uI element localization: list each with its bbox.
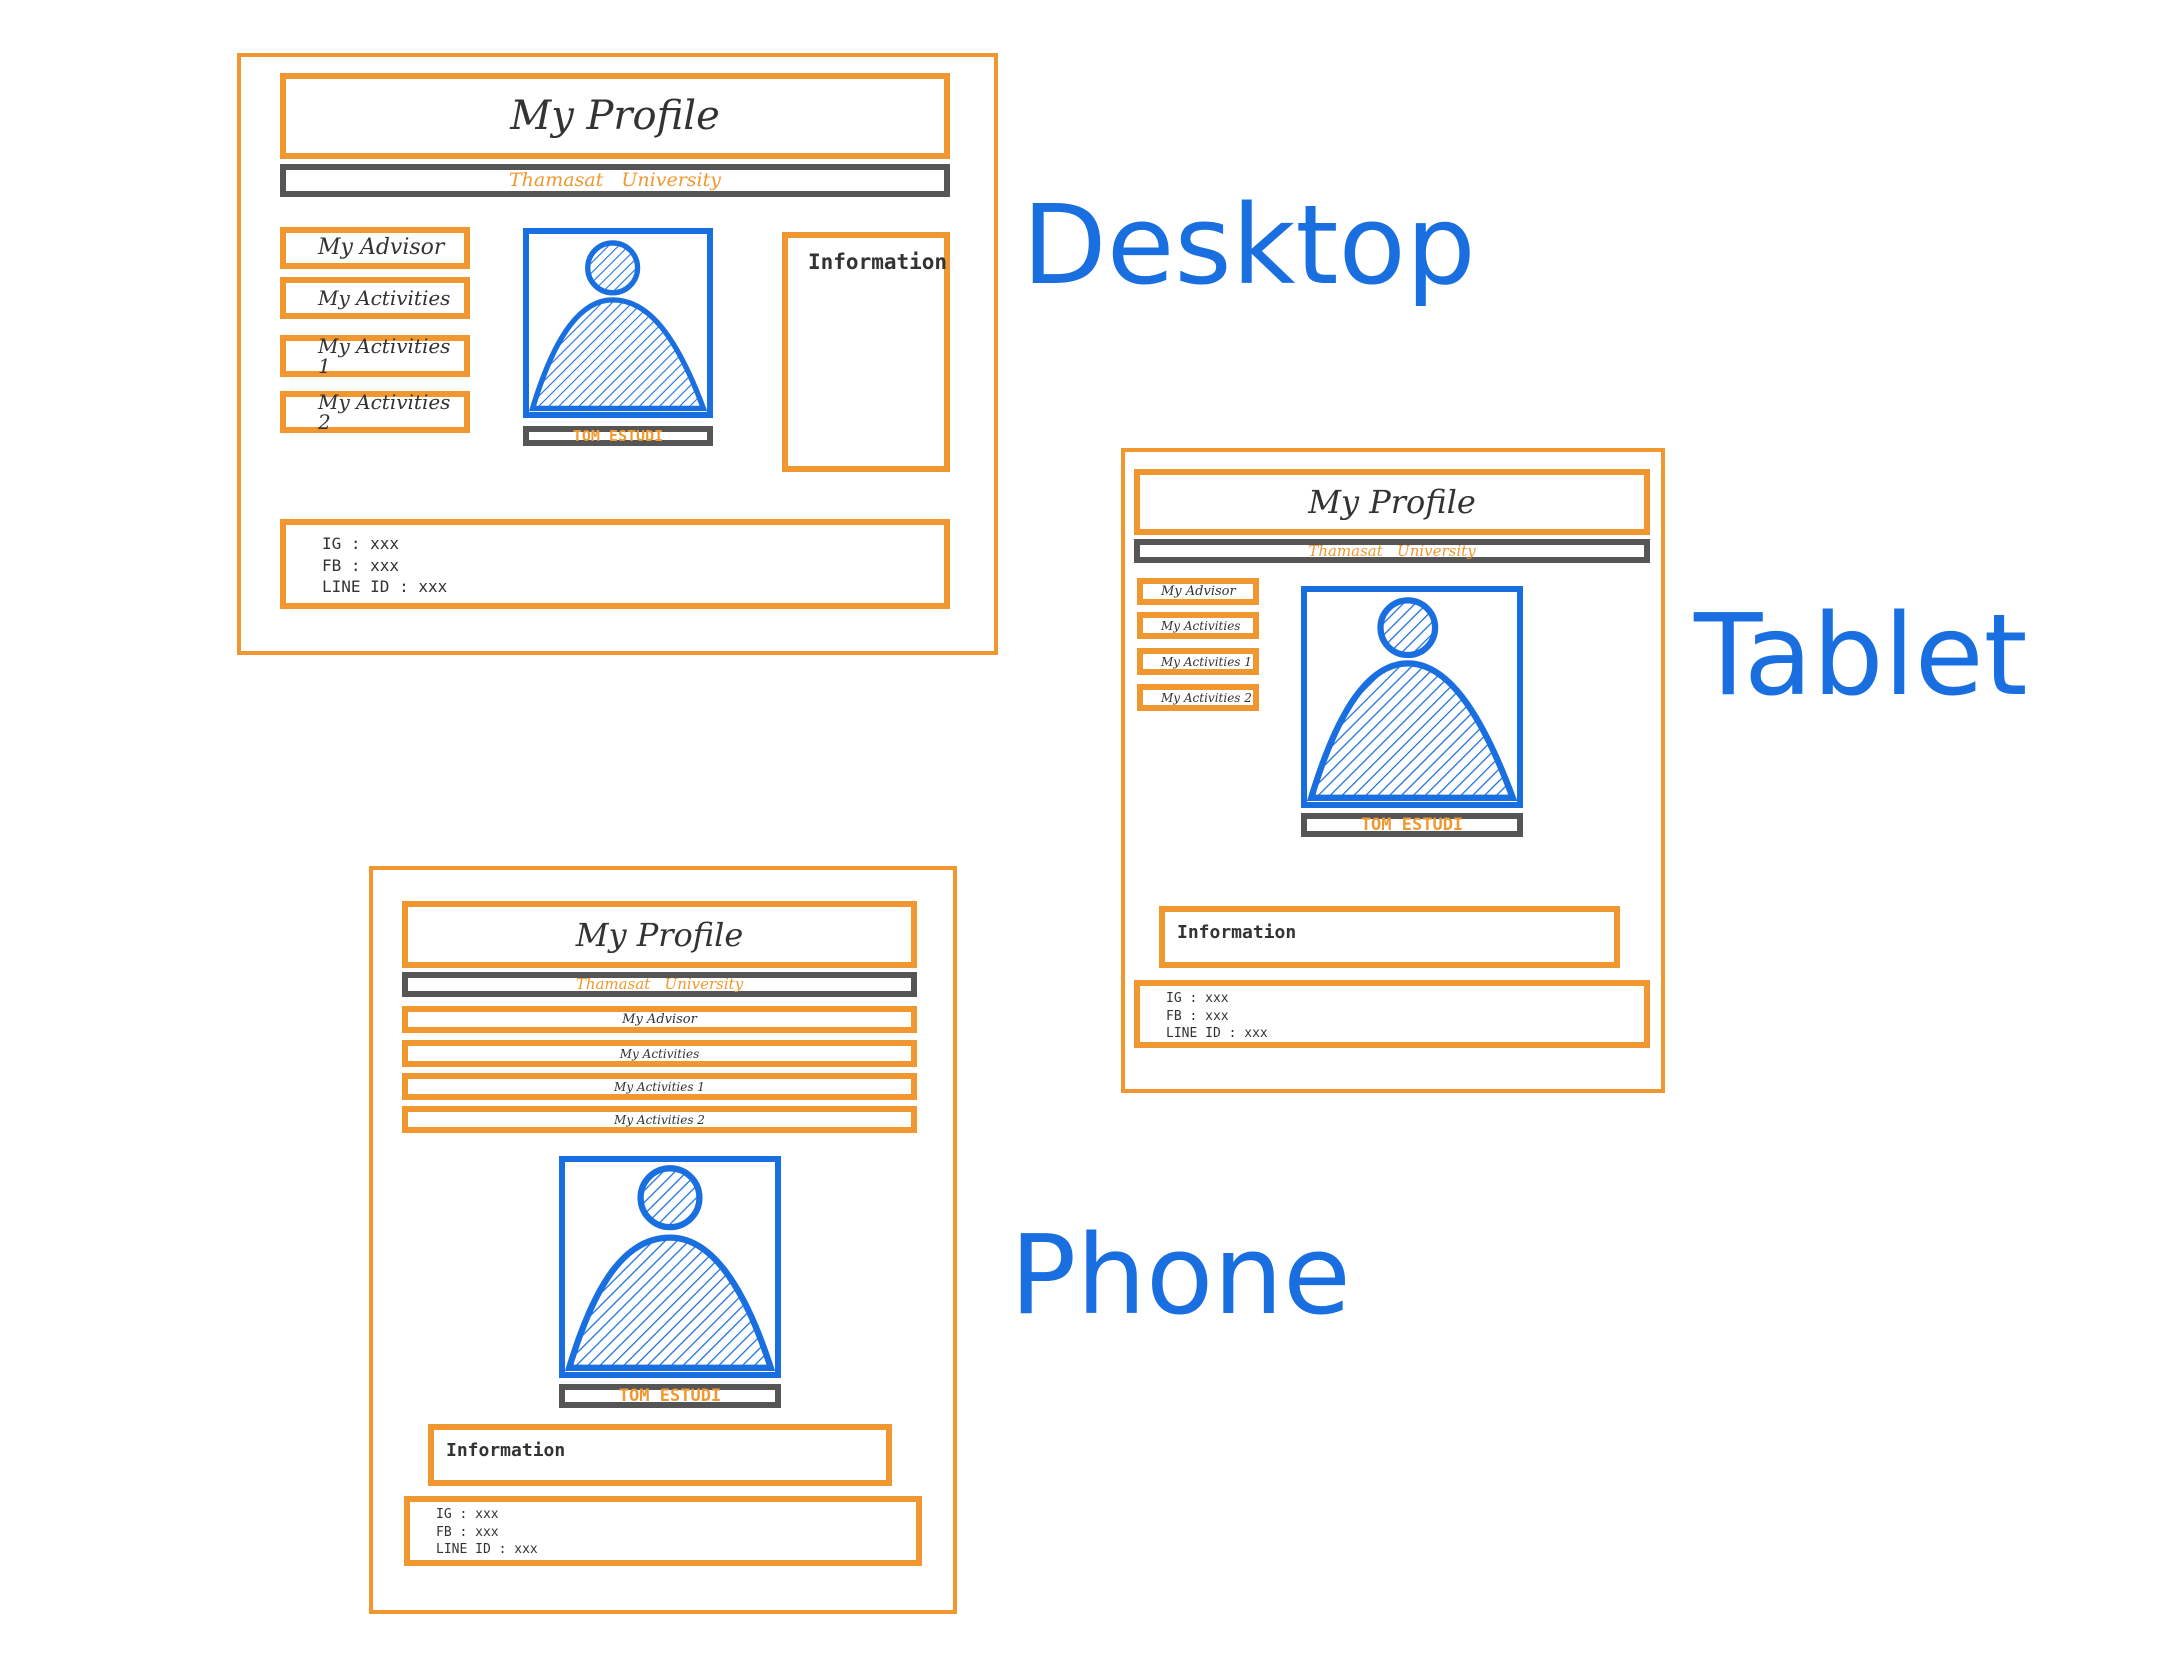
- desktop-caption: TOM ESTUDI: [572, 426, 664, 445]
- tablet-nav-label: My Activities 1: [1161, 654, 1252, 669]
- phone-title: My Profile: [575, 915, 744, 954]
- tablet-fb: FB : xxx: [1166, 1008, 1229, 1024]
- desktop-information-panel: Information: [782, 232, 950, 472]
- desktop-contact-box: IG : xxx FB : xxx LINE ID : xxx: [280, 519, 950, 609]
- desktop-nav-label: My Activities 1: [318, 334, 451, 378]
- desktop-nav-label: My Advisor: [318, 235, 445, 260]
- desktop-line: LINE ID : xxx: [322, 577, 448, 597]
- desktop-information-label: Information: [808, 250, 948, 274]
- tablet-ig: IG : xxx: [1166, 991, 1229, 1006]
- phone-information-panel: Information: [428, 1424, 892, 1486]
- desktop-nav-activities-2[interactable]: My Activities 2: [280, 391, 470, 433]
- tablet-university-bar: Thamasat University: [1134, 539, 1650, 563]
- desktop-university: Thamasat University: [509, 169, 721, 191]
- desktop-avatar: [523, 228, 713, 418]
- desktop-nav-label: My Activities: [318, 286, 451, 310]
- phone-avatar: [559, 1156, 781, 1378]
- phone-header: My Profile: [402, 901, 917, 968]
- phone-label: Phone: [1010, 1211, 1351, 1339]
- phone-contact-box: IG : xxx FB : xxx LINE ID : xxx: [404, 1496, 922, 1566]
- user-silhouette-icon: [565, 1165, 775, 1371]
- tablet-header: My Profile: [1134, 469, 1650, 535]
- phone-nav-label: My Activities 2: [614, 1112, 705, 1127]
- tablet-contact-box: IG : xxx FB : xxx LINE ID : xxx: [1134, 980, 1650, 1048]
- desktop-caption-bar: TOM ESTUDI: [523, 426, 713, 446]
- tablet-nav-label: My Activities: [1161, 618, 1241, 633]
- phone-fb: FB : xxx: [436, 1524, 499, 1540]
- tablet-title: My Profile: [1308, 483, 1476, 521]
- tablet-information-label: Information: [1177, 922, 1297, 943]
- tablet-nav-activities[interactable]: My Activities: [1137, 612, 1259, 639]
- phone-caption-bar: TOM ESTUDI: [559, 1384, 781, 1408]
- phone-information-label: Information: [446, 1440, 566, 1461]
- desktop-header: My Profile: [280, 73, 950, 159]
- tablet-caption-bar: TOM ESTUDI: [1301, 813, 1523, 837]
- desktop-label: Desktop: [1022, 181, 1476, 309]
- user-silhouette-icon: [1307, 597, 1517, 801]
- desktop-fb: FB : xxx: [322, 555, 400, 575]
- phone-ig: IG : xxx: [436, 1507, 499, 1522]
- tablet-nav-activities-2[interactable]: My Activities 2: [1137, 684, 1259, 711]
- phone-university-bar: Thamasat University: [402, 972, 917, 997]
- phone-nav-activities-1[interactable]: My Activities 1: [402, 1073, 917, 1100]
- tablet-university: Thamasat University: [1308, 541, 1476, 560]
- tablet-nav-activities-1[interactable]: My Activities 1: [1137, 648, 1259, 675]
- phone-nav-activities-2[interactable]: My Activities 2: [402, 1106, 917, 1133]
- desktop-university-bar: Thamasat University: [280, 164, 950, 197]
- tablet-caption: TOM ESTUDI: [1360, 814, 1464, 835]
- phone-nav-label: My Activities 1: [614, 1079, 705, 1094]
- phone-nav-label: My Advisor: [622, 1012, 697, 1027]
- phone-nav-activities[interactable]: My Activities: [402, 1040, 917, 1067]
- tablet-avatar: [1301, 586, 1523, 808]
- tablet-nav-advisor[interactable]: My Advisor: [1137, 578, 1259, 605]
- user-silhouette-icon: [529, 240, 707, 412]
- desktop-nav-label: My Activities 2: [318, 390, 451, 434]
- phone-nav-label: My Activities: [619, 1046, 700, 1061]
- phone-line: LINE ID : xxx: [436, 1542, 538, 1558]
- tablet-nav-label: My Advisor: [1161, 584, 1236, 599]
- desktop-nav-activities[interactable]: My Activities: [280, 277, 470, 319]
- phone-university: Thamasat University: [575, 975, 744, 993]
- desktop-nav-activities-1[interactable]: My Activities 1: [280, 335, 470, 377]
- phone-caption: TOM ESTUDI: [618, 1385, 722, 1406]
- desktop-title: My Profile: [510, 93, 720, 139]
- tablet-information-panel: Information: [1159, 906, 1620, 968]
- desktop-nav-advisor[interactable]: My Advisor: [280, 227, 470, 269]
- tablet-line: LINE ID : xxx: [1166, 1026, 1268, 1042]
- desktop-ig: IG : xxx: [322, 534, 400, 553]
- tablet-nav-label: My Activities 2: [1161, 690, 1252, 705]
- tablet-label: Tablet: [1694, 591, 2028, 721]
- phone-nav-advisor[interactable]: My Advisor: [402, 1006, 917, 1033]
